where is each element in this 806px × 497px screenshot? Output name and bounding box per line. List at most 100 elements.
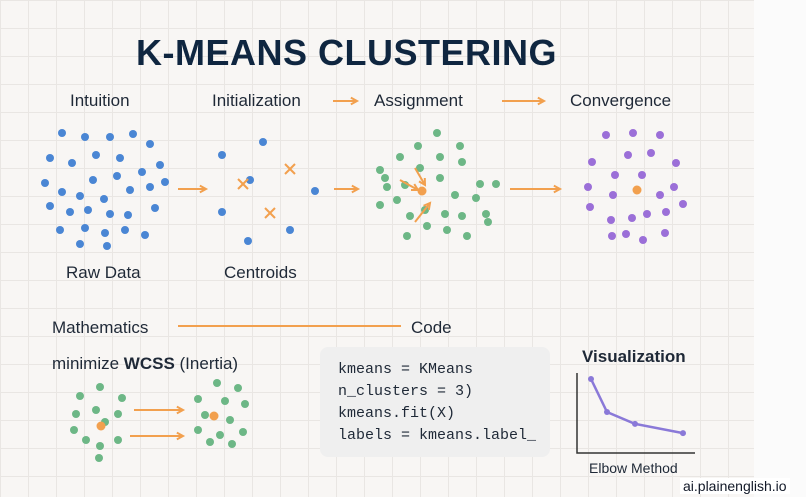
data-point — [92, 151, 100, 159]
data-point — [81, 224, 89, 232]
data-point — [259, 138, 267, 146]
arrow — [510, 184, 563, 194]
watermark: ai.plainenglish.io — [680, 478, 790, 494]
data-point — [607, 216, 615, 224]
centroid-x-icon — [237, 178, 249, 190]
data-point — [106, 210, 114, 218]
data-point — [463, 232, 471, 240]
data-point — [639, 236, 647, 244]
data-point — [96, 442, 104, 450]
arrow — [134, 405, 186, 415]
label-elbow-method: Elbow Method — [589, 460, 678, 476]
label-code: Code — [411, 318, 452, 337]
data-point — [393, 196, 401, 204]
code-block: kmeans = KMeans n_clusters = 3) kmeans.f… — [320, 347, 550, 457]
data-point — [41, 179, 49, 187]
data-point — [96, 421, 106, 431]
data-point — [92, 406, 100, 414]
data-point — [472, 194, 480, 202]
data-point — [246, 176, 254, 184]
data-point — [113, 172, 121, 180]
assignment-points — [376, 129, 500, 240]
data-point — [423, 222, 431, 230]
elbow-point — [632, 420, 638, 427]
data-point — [216, 431, 224, 439]
data-point — [244, 237, 252, 245]
code-line-3: kmeans.fit(X) — [338, 405, 456, 422]
label-mathematics: Mathematics — [52, 318, 149, 337]
data-point — [376, 166, 384, 174]
data-point — [84, 206, 92, 214]
data-point — [89, 176, 97, 184]
flow-arrows — [130, 96, 563, 441]
arrow — [414, 167, 427, 187]
data-point — [376, 201, 384, 209]
data-point — [194, 426, 202, 434]
label-visualization: Visualization — [582, 347, 686, 366]
data-point — [458, 212, 466, 220]
data-point — [476, 180, 484, 188]
data-point — [311, 187, 319, 195]
data-point — [218, 208, 226, 216]
data-point — [121, 226, 129, 234]
raw-data-points — [41, 129, 169, 250]
data-point — [46, 202, 54, 210]
data-point — [628, 214, 636, 222]
arrow — [502, 96, 547, 106]
centroid-x-icon — [284, 163, 296, 175]
stage-convergence: Convergence — [570, 91, 672, 110]
elbow-chart — [576, 373, 695, 454]
stage-intuition: Intuition — [70, 91, 130, 110]
data-point — [647, 149, 655, 157]
data-point — [609, 191, 617, 199]
stage-assignment: Assignment — [374, 91, 463, 110]
elbow-curve — [589, 378, 684, 435]
data-point — [672, 159, 680, 167]
data-point — [213, 379, 221, 387]
label-raw-data: Raw Data — [66, 263, 141, 282]
label-centroids: Centroids — [224, 263, 297, 282]
data-point — [381, 174, 389, 182]
data-point — [129, 130, 137, 138]
arrow — [333, 96, 360, 106]
data-point — [656, 191, 664, 199]
data-point — [622, 230, 630, 238]
data-point — [221, 397, 229, 405]
data-point — [100, 195, 108, 203]
data-point — [46, 154, 54, 162]
elbow-axes — [576, 373, 695, 454]
data-point — [436, 174, 444, 182]
data-point — [76, 192, 84, 200]
data-point — [141, 231, 149, 239]
data-point — [436, 153, 444, 161]
data-point — [241, 400, 249, 408]
data-point — [584, 183, 592, 191]
data-point — [206, 438, 214, 446]
initial-centroid-markers — [237, 163, 296, 219]
elbow-point — [680, 430, 686, 437]
data-point — [416, 164, 424, 172]
data-point — [602, 131, 610, 139]
code-line-1: kmeans = KMeans — [338, 361, 474, 378]
data-point — [484, 218, 492, 226]
data-point — [118, 394, 126, 402]
data-point — [56, 226, 64, 234]
data-point — [638, 171, 646, 179]
data-point — [66, 208, 74, 216]
data-point — [194, 395, 202, 403]
data-point — [403, 232, 411, 240]
arrow — [334, 184, 361, 194]
inertia-text: (Inertia) — [174, 354, 239, 373]
data-point — [441, 210, 449, 218]
wcss-text: WCSS — [123, 354, 175, 373]
data-point — [662, 208, 670, 216]
elbow-point — [604, 409, 610, 415]
data-point — [95, 454, 103, 462]
data-point — [482, 210, 490, 218]
data-point — [286, 226, 294, 234]
data-point — [156, 161, 164, 169]
assignment-arrows — [399, 167, 432, 223]
minimize-text: minimize — [52, 354, 124, 373]
data-point — [670, 183, 678, 191]
